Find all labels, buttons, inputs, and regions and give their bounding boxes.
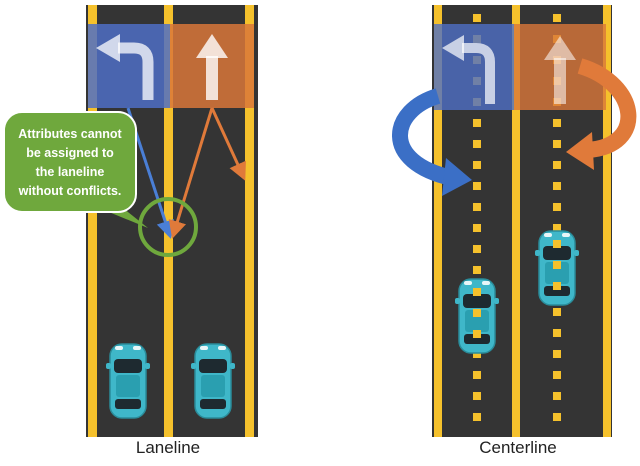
left-turn-sign: [88, 24, 170, 108]
turn-left-arrow-icon: [96, 34, 154, 100]
centerline-dash: [473, 350, 481, 358]
centerline-dash: [553, 14, 561, 22]
centerline-dash: [553, 119, 561, 127]
centerline-dash: [553, 224, 561, 232]
centerline-dash: [553, 350, 561, 358]
straight-sign: [170, 24, 254, 108]
right-panel-right-edge: [603, 5, 611, 437]
orange-curved-arrow: [566, 58, 637, 170]
centerline-dash: [473, 309, 481, 317]
centerline-dash: [553, 140, 561, 148]
straight-arrow-icon: [544, 36, 576, 104]
centerline-dash: [553, 329, 561, 337]
car-left-lane: [105, 343, 151, 419]
centerline-left-turn-sign: [434, 24, 514, 110]
centerline-dash: [553, 261, 561, 269]
centerline-dash: [553, 413, 561, 421]
centerline-dash: [553, 203, 561, 211]
turn-left-arrow-icon: [442, 35, 495, 104]
centerline-dash: [473, 140, 481, 148]
conflict-circle: [138, 197, 198, 257]
laneline-caption: Laneline: [135, 438, 201, 457]
centerline-dash: [473, 14, 481, 22]
centerline-dash: [553, 182, 561, 190]
centerline-dash: [473, 371, 481, 379]
car-right-lane: [190, 343, 236, 419]
centerline-dash: [473, 161, 481, 169]
centerline-dash: [553, 308, 561, 316]
centerline-dash: [553, 240, 561, 248]
centerline-dash: [473, 119, 481, 127]
centerline-dashes-over-cars: [473, 240, 561, 338]
callout-bubble: [3, 111, 148, 228]
left-edge-line: [88, 5, 97, 437]
right-panel-middle-line: [512, 5, 520, 437]
right-edge-line: [245, 5, 254, 437]
centerline-dash: [473, 413, 481, 421]
right-panel-left-edge: [434, 5, 442, 437]
straight-attribute-arrow-left: [168, 107, 214, 239]
straight-attribute-arrow-right: [210, 107, 246, 181]
centerline-dash: [473, 182, 481, 190]
centerline-dash: [473, 288, 481, 296]
centerline-dash: [473, 266, 481, 274]
centerline-dash: [553, 392, 561, 400]
centerline-dash: [553, 371, 561, 379]
centerline-dash: [553, 282, 561, 290]
centerline-dash: [473, 245, 481, 253]
straight-arrow-icon: [196, 34, 228, 100]
centerline-dash: [473, 224, 481, 232]
callout-text: Attributes cannot be assigned to the lan…: [18, 127, 122, 198]
centerline-dash: [473, 330, 481, 338]
centerline-dash: [473, 392, 481, 400]
centerline-dash: [553, 161, 561, 169]
centerline-dash: [473, 203, 481, 211]
blue-curved-arrow: [392, 88, 472, 196]
centerline-caption: Centerline: [479, 438, 557, 457]
